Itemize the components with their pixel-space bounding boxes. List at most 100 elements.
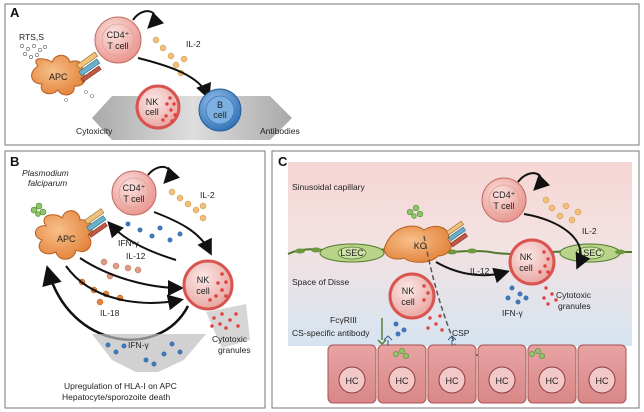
cytotoxic-label-c-line2: granules [558,301,591,311]
apc-label-b: APC [57,234,76,244]
nk-label-b-line2: cell [196,286,210,296]
autocrine-arrow-b [147,165,181,184]
mhc-tcr-a [76,51,102,83]
cytotoxic-label-c-line1: Cytotoxic [556,290,592,300]
tcell-to-nk-arrow-c [523,213,591,270]
cytotoxic-granules-c [542,286,558,306]
nk-label-c-bottom-line1: NK [402,286,415,296]
antibodies-label: Antibodies [260,126,300,136]
panel-a: A RTS,S APC CD4⁺ T cell [4,3,640,146]
fc-receptor-icon [377,318,387,345]
panel-b: B Plasmodium falciparum APC CD4⁺ T cell … [4,150,266,409]
hepatocyte-row [327,344,627,404]
nk-cell-c-top [508,238,556,286]
pathogen-label-line1: Plasmodium [22,168,69,178]
hc-label-5: HC [546,376,559,386]
parasite-icon-c-hepatocyte-1 [393,348,409,359]
nk-to-apc-arrow-b [107,220,177,261]
apc-label-a: APC [49,72,68,82]
pathogen-label-line2: falciparum [28,178,67,188]
nk-cell-a [135,84,181,130]
granule-fan-b [206,304,250,348]
hc-label-6: HC [596,376,609,386]
kc-to-nk-arrow-c [435,261,510,284]
cd4-label-c-line1: CD4⁺ [493,190,516,200]
ifng-dots-c [505,285,529,305]
il18-label-b: IL-18 [100,308,120,318]
cd4-label-b-line1: CD4⁺ [123,183,146,193]
apc-cell-b [34,210,93,260]
b-label-a-line2: cell [213,110,227,120]
csp-label: CSP [452,328,470,338]
tcell-to-effectors-arrow-a [137,57,211,100]
lsec-label-left: LSEC [340,248,364,258]
il2-label-c: IL-2 [582,226,597,236]
nk-label-c-top-line1: NK [520,252,533,262]
mhc-tcr-c [446,220,468,248]
il12-label-c: IL-12 [470,266,490,276]
fcr-label: FcγRIII [330,315,357,325]
cytotoxic-granules-c-bottom [426,314,444,332]
panel-b-letter: B [10,154,19,169]
autocrine-arrow-c [517,172,551,191]
parasite-icon-b [30,202,47,217]
capillary-label: Sinusoidal capillary [292,182,366,192]
b-cell-a [198,88,242,132]
il2-dots-b [168,188,207,222]
ifng-label-b-bottom: IFN-γ [128,340,150,350]
tcell-to-nk-arrow-b [153,211,212,256]
ifng-dots-b-bottom [105,341,183,367]
cd4-tcell-a [94,16,142,64]
cd4-label-b-line2: T cell [123,194,144,204]
b-label-a-line1: B [217,100,223,110]
cd4-tcell-b [111,170,157,216]
antibody-label: CS-specific antibody [292,328,370,338]
cd4-label-c-line2: T cell [493,201,514,211]
hc-label-1: HC [346,376,359,386]
cytotoxic-label-b-line2: granules [218,345,251,355]
disse-label: Space of Disse [292,277,349,287]
ifng-label-b-top: IFN-γ [118,238,140,248]
autocrine-arrow-a [132,10,165,29]
apc-to-nk-il12-arrow [79,257,184,296]
il2-label-a: IL-2 [186,39,201,49]
hc-label-3: HC [446,376,459,386]
il12-dots-b [100,258,142,280]
cytotoxic-label-b-line1: Cytotoxic [212,334,248,344]
il2-label-b: IL-2 [200,190,215,200]
cd4-label-a-line1: CD4⁺ [107,30,130,40]
kc-label: KC [414,241,427,251]
lsec-left [319,243,385,263]
ifng-dots-b-top [125,221,183,243]
parasite-icon-c-top [406,204,424,219]
il12-label-b: IL-12 [126,251,146,261]
outcome-label-b-line1: Upregulation of HLA-I on APC [64,381,177,391]
nk-label-a-line1: NK [146,97,159,107]
panel-a-letter: A [10,5,20,20]
outcome-label-b-line2: Hepatocyte/sporozoite death [62,392,170,402]
lsec-label-right: LSEC [578,248,602,258]
apc-to-nk-il18-arrow [65,265,184,311]
cytotoxic-granules-b [210,312,240,330]
antibody-receptors-c [383,335,457,346]
nk-label-a-line2: cell [145,107,159,117]
antigen-particles [20,44,47,59]
csp-dashed-path [423,235,457,349]
nk-cell-b [182,259,234,311]
cytotoxicity-label: Cytoxicity [76,126,113,136]
nk-label-b-line1: NK [197,275,210,285]
ifng-funnel-b [92,334,206,372]
kupffer-cell [384,225,452,263]
panel-c: C Sinusoidal capillary LSEC LSEC KC [271,150,640,409]
panel-c-letter: C [278,154,288,169]
parasite-icon-c-hepatocyte-2 [529,348,545,359]
cd4-label-a-line2: T cell [107,41,128,51]
ifng-dots-c-bottom [393,321,407,337]
nk-label-c-top-line2: cell [519,263,533,273]
antigen-label: RTS,S [19,32,44,42]
ifng-label-c: IFN-γ [502,308,524,318]
il2-dots-c [542,196,582,224]
cd4-tcell-c [481,177,527,223]
nk-label-c-bottom-line2: cell [401,297,415,307]
